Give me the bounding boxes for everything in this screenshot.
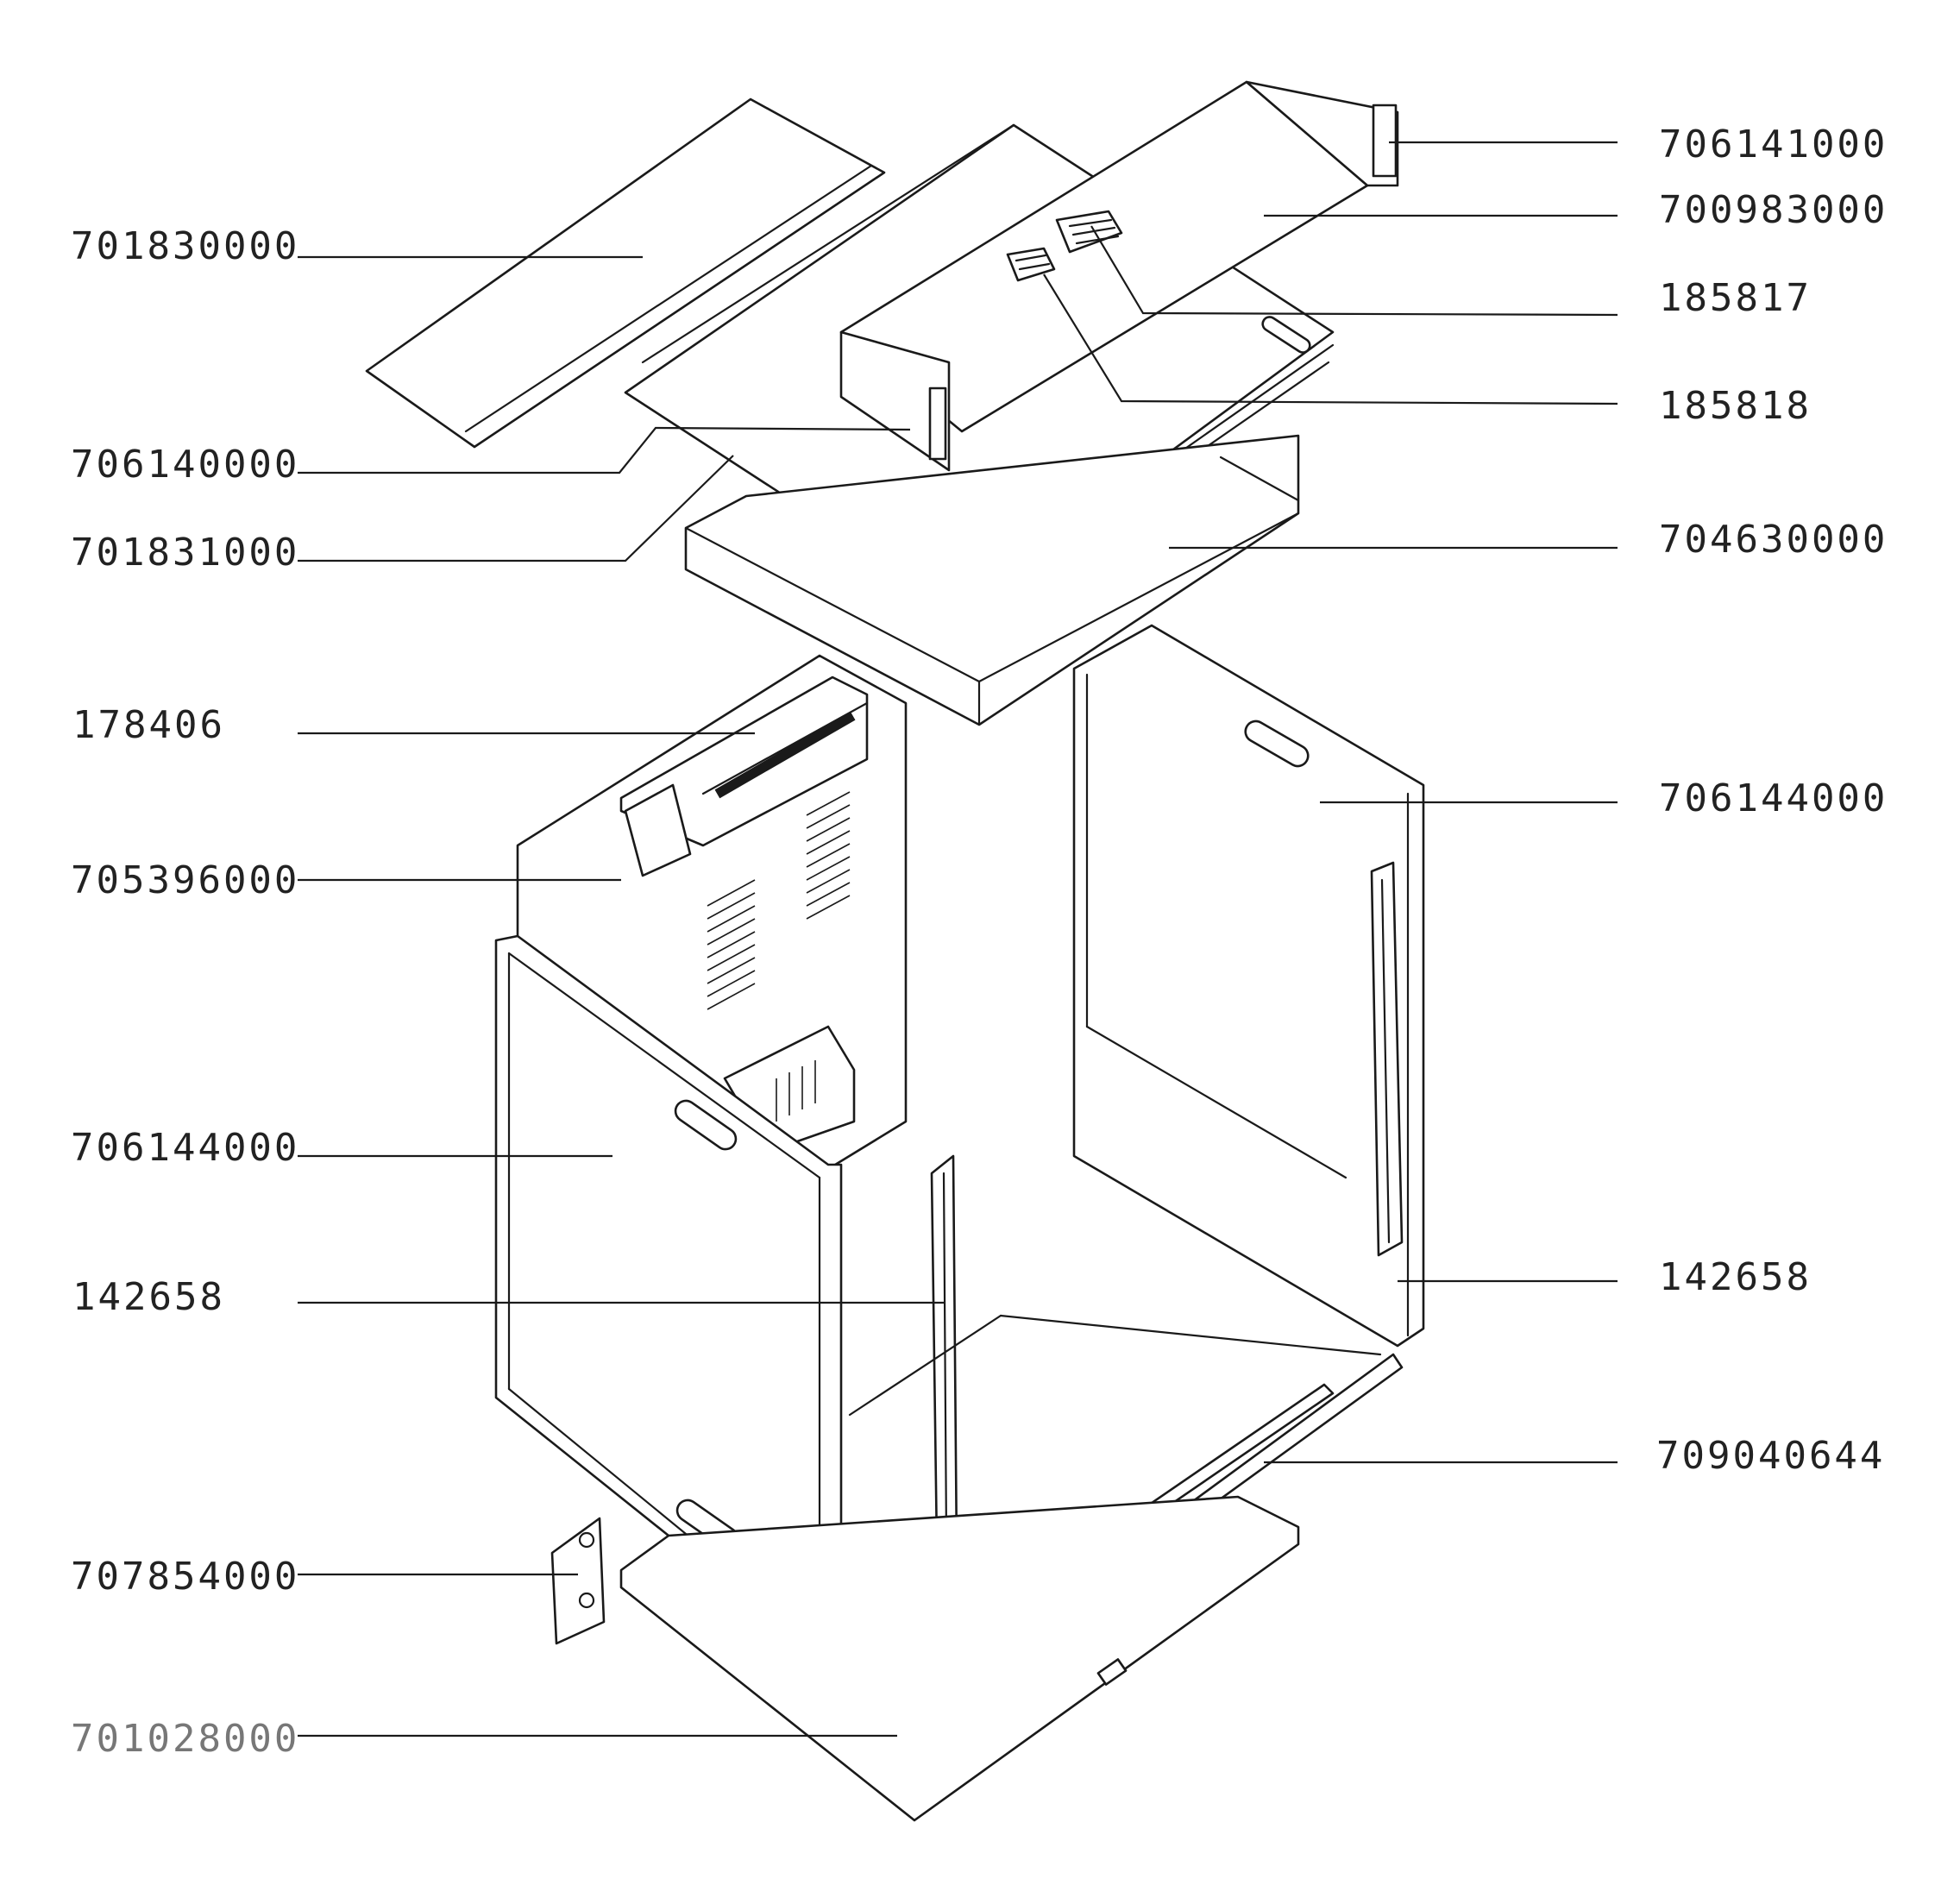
part-hinge-bracket [550, 1517, 606, 1645]
part-base-plate [619, 1495, 1300, 1822]
part-support-frame [684, 434, 1300, 726]
part-top-strip [365, 97, 886, 449]
label-706140000: 706140000 [71, 443, 299, 487]
label-700983000: 700983000 [1659, 188, 1888, 232]
label-706144000-right: 706144000 [1659, 776, 1888, 820]
label-709040644: 709040644 [1656, 1434, 1885, 1478]
label-701028000: 701028000 [71, 1717, 299, 1761]
label-178406: 178406 [72, 703, 225, 747]
label-142658-left: 142658 [72, 1275, 225, 1319]
label-704630000: 704630000 [1659, 518, 1888, 562]
part-side-panel-right [1072, 624, 1425, 1348]
leader-lines [298, 141, 1618, 1737]
label-142658-right: 142658 [1659, 1255, 1812, 1299]
label-185818: 185818 [1659, 384, 1812, 428]
label-701831000: 701831000 [71, 531, 299, 575]
label-185817: 185817 [1659, 276, 1812, 320]
part-seal-right [1370, 861, 1404, 1257]
label-705396000: 705396000 [71, 858, 299, 902]
label-701830000: 701830000 [71, 224, 299, 268]
label-706144000-left: 706144000 [71, 1126, 299, 1170]
part-control-panel-tray [839, 80, 1399, 472]
label-706141000: 706141000 [1659, 123, 1888, 167]
part-labels: 706141000 700983000 185817 185818 704630… [71, 123, 1888, 1761]
label-707854000: 707854000 [71, 1555, 299, 1599]
part-connector-185818 [1006, 247, 1056, 282]
